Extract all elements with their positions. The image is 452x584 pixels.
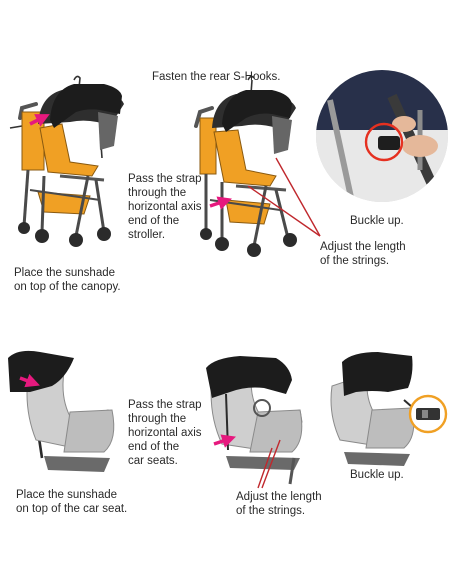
caption-fasten-s-hooks: Fasten the rear S-Hooks.	[152, 71, 281, 83]
caption-pass-strap-car-seat: Pass the strap through the horizontal ax…	[128, 399, 202, 467]
caption-buckle-up-car-seat: Buckle up.	[350, 469, 404, 481]
car-seat-illustration-1	[8, 350, 115, 472]
car-seat-illustration-2	[206, 356, 303, 489]
caption-pass-strap-stroller: Pass the strap through the horizontal ax…	[128, 173, 202, 241]
stroller-illustration-1	[9, 75, 124, 247]
stroller-illustration-2	[194, 75, 321, 257]
caption-buckle-up-stroller: Buckle up.	[350, 215, 404, 227]
caption-adjust-strings-stroller: Adjust the length of the strings.	[320, 241, 406, 267]
car-seat-illustration-3	[330, 352, 448, 466]
caption-place-sunshade-canopy: Place the sunshade on top of the canopy.	[14, 267, 121, 293]
caption-place-sunshade-car-seat: Place the sunshade on top of the car sea…	[16, 489, 128, 515]
buckle-photo-stroller	[316, 70, 448, 202]
caption-adjust-strings-car-seat: Adjust the length of the strings.	[236, 491, 322, 517]
